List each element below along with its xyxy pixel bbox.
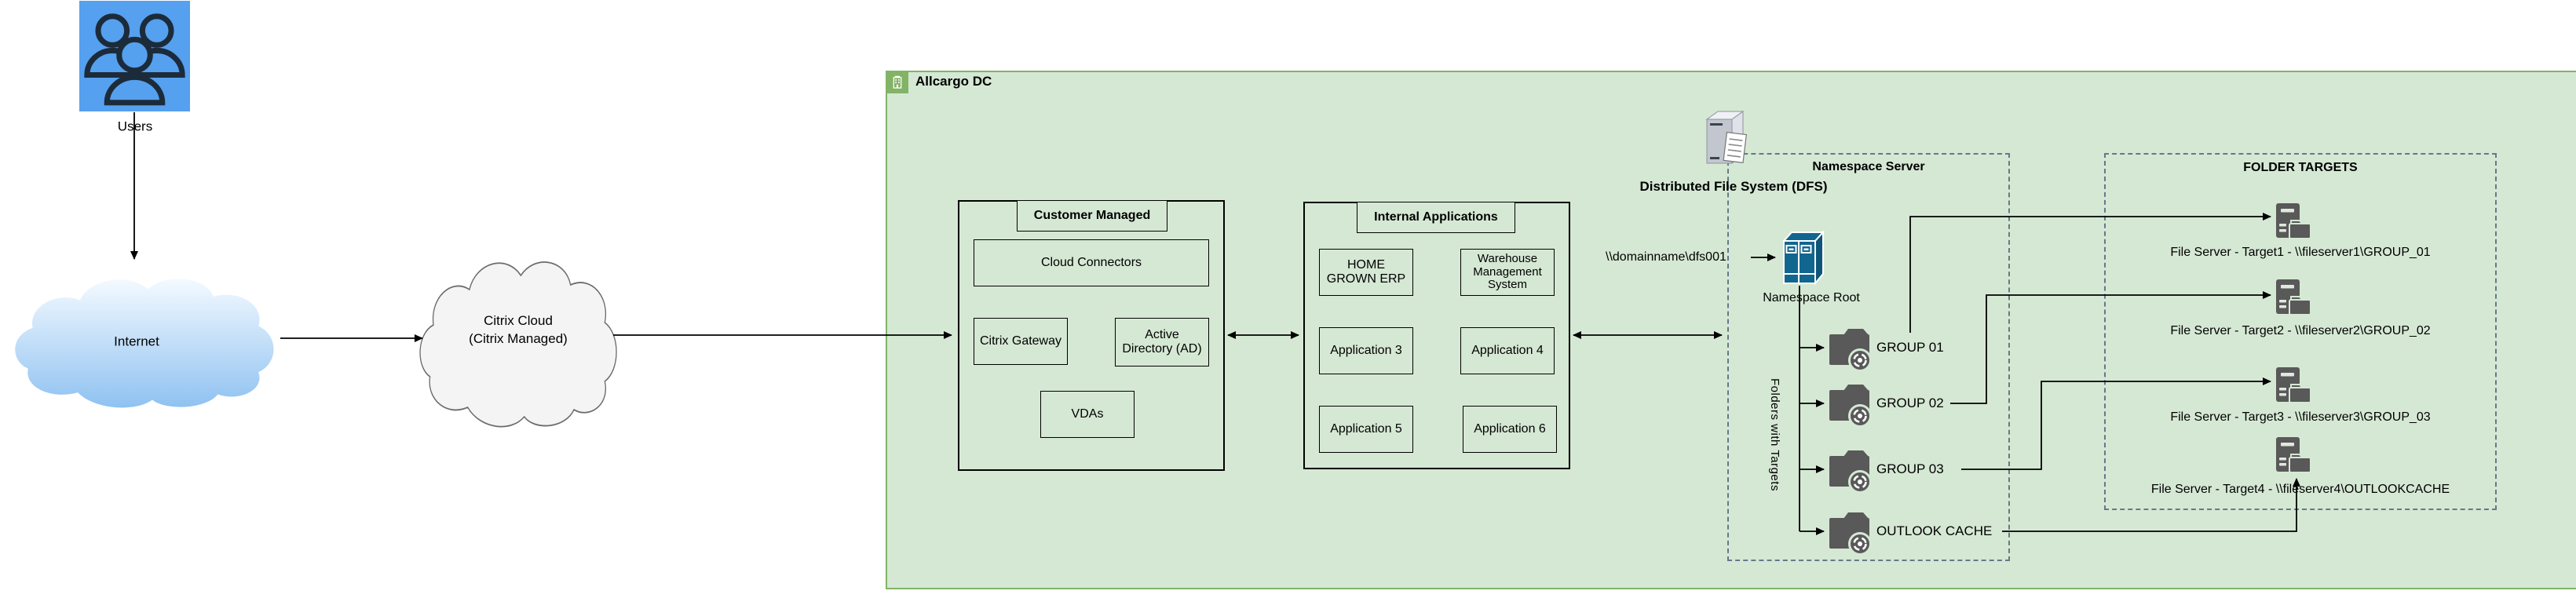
active-directory-node: Active Directory (AD) <box>1115 318 1209 366</box>
customer-managed-title: Customer Managed <box>1017 200 1167 232</box>
folder-label: GROUP 01 <box>1876 340 1944 355</box>
application-4-node: Application 4 <box>1460 327 1555 374</box>
file-server-icon <box>2275 279 2311 322</box>
application-3-node: Application 3 <box>1319 327 1413 374</box>
building-icon <box>886 71 908 93</box>
file-server-icon <box>2275 366 2311 410</box>
vdas-node: VDAs <box>1040 391 1135 438</box>
internal-applications-title: Internal Applications <box>1357 202 1515 233</box>
dfs-folder-icon <box>1828 326 1872 375</box>
citrix-cloud-label: Citrix Cloud (Citrix Managed) <box>469 313 568 346</box>
citrix-gateway-node: Citrix Gateway <box>974 318 1068 365</box>
dfs-server-icon <box>1701 110 1750 175</box>
application-5-node: Application 5 <box>1319 406 1413 453</box>
folders-with-targets-label: Folders with Targets <box>1768 378 1781 491</box>
file-server-icon <box>2275 202 2311 246</box>
namespace-root-label: Namespace Root <box>1763 291 1860 304</box>
dc-title: Allcargo DC <box>915 74 992 89</box>
file-server-icon <box>2275 436 2311 479</box>
namespace-path-label: \\domainname\dfs001 <box>1606 250 1726 264</box>
namespace-server-title: Namespace Server <box>1812 160 1925 173</box>
folder-targets-title: FOLDER TARGETS <box>2243 161 2358 174</box>
cloud-connectors-node: Cloud Connectors <box>974 239 1209 286</box>
namespace-root-icon <box>1781 228 1826 290</box>
dfs-folder-icon <box>1828 381 1872 431</box>
internet-label: Internet <box>114 334 159 349</box>
target-label: File Server - Target2 - \\fileserver2\GR… <box>2170 324 2431 337</box>
dfs-label: Distributed File System (DFS) <box>1639 179 1828 194</box>
home-grown-erp-node: HOME GROWN ERP <box>1319 249 1413 296</box>
target-label: File Server - Target1 - \\fileserver1\GR… <box>2170 246 2431 259</box>
folder-label: GROUP 02 <box>1876 396 1944 410</box>
users-label: Users <box>117 119 153 134</box>
users-icon <box>79 1 190 111</box>
folder-label: GROUP 03 <box>1876 461 1944 476</box>
dfs-folder-icon <box>1828 509 1872 559</box>
application-6-node: Application 6 <box>1463 406 1557 453</box>
dfs-folder-icon <box>1828 447 1872 497</box>
folder-label: OUTLOOK CACHE <box>1876 523 1993 538</box>
warehouse-management-node: Warehouse Management System <box>1460 249 1555 296</box>
target-label: File Server - Target3 - \\fileserver3\GR… <box>2170 410 2431 424</box>
target-label: File Server - Target4 - \\fileserver4\OU… <box>2150 483 2450 496</box>
